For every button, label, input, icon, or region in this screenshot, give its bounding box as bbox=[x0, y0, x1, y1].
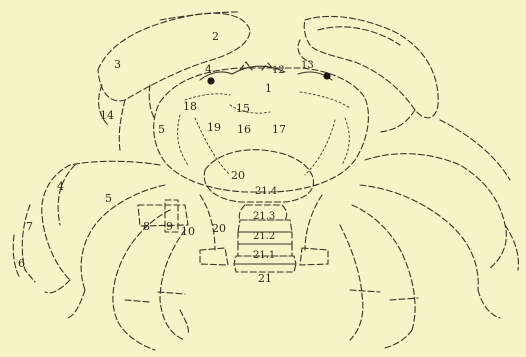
label-5b: 5 bbox=[105, 192, 112, 205]
left-eye bbox=[207, 77, 214, 84]
label-6: 6 bbox=[18, 257, 25, 270]
label-15: 15 bbox=[236, 102, 250, 115]
label-21-4: 21.4 bbox=[255, 186, 277, 197]
label-5a: 5 bbox=[158, 123, 165, 136]
label-21: 21 bbox=[258, 272, 272, 285]
label-2: 2 bbox=[212, 30, 219, 43]
label-20b: 20 bbox=[212, 222, 226, 235]
right-eye bbox=[323, 72, 330, 79]
label-20a: 20 bbox=[231, 169, 245, 182]
label-7: 7 bbox=[26, 220, 33, 233]
label-9: 9 bbox=[166, 220, 173, 233]
left-claw bbox=[98, 12, 250, 150]
label-19: 19 bbox=[207, 121, 221, 134]
right-claw bbox=[298, 16, 438, 132]
left-legs bbox=[13, 161, 188, 350]
label-4a: 4 bbox=[205, 63, 212, 76]
label-21-1: 21.1 bbox=[253, 250, 275, 261]
label-13: 13 bbox=[301, 60, 314, 71]
label-16: 16 bbox=[237, 123, 251, 136]
right-legs bbox=[340, 120, 518, 348]
label-21-2: 21.2 bbox=[253, 231, 275, 242]
label-12: 12 bbox=[272, 65, 285, 76]
label-8: 8 bbox=[143, 220, 150, 233]
label-21-3: 21.3 bbox=[253, 211, 275, 222]
label-18: 18 bbox=[183, 100, 197, 113]
label-10: 10 bbox=[181, 225, 195, 238]
carapace bbox=[154, 62, 369, 192]
label-3: 3 bbox=[114, 58, 121, 71]
label-17: 17 bbox=[272, 123, 286, 136]
label-4b: 4 bbox=[57, 180, 64, 193]
label-1: 1 bbox=[265, 82, 272, 95]
label-14: 14 bbox=[100, 109, 114, 122]
